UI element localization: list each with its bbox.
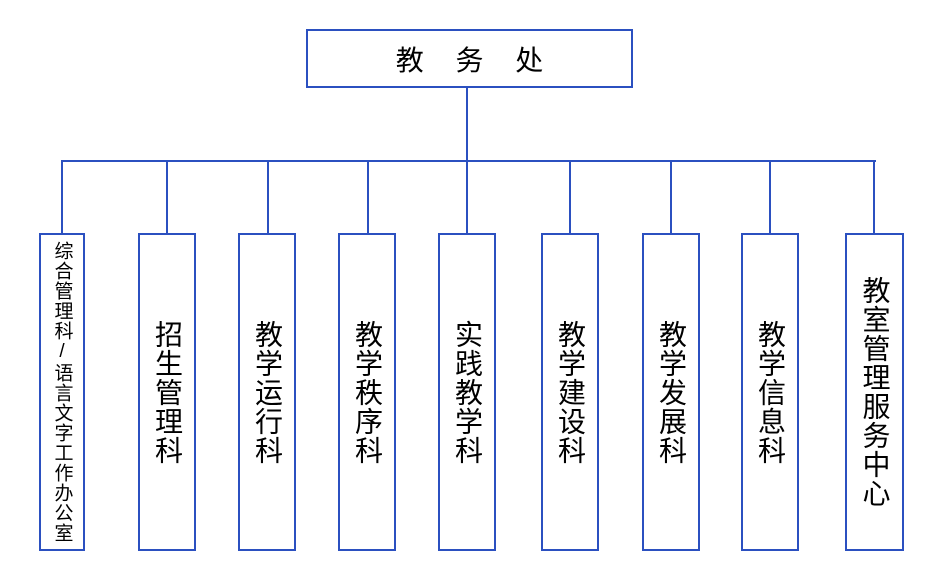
connector-drop-8	[769, 161, 771, 233]
dept-node-label: 教学秩序科	[352, 319, 383, 465]
dept-node-label: 综合管理科/语言文字工作办公室	[51, 241, 73, 543]
connector-drop-5	[466, 161, 468, 233]
connector-drop-2	[166, 161, 168, 233]
connector-drop-6	[569, 161, 571, 233]
dept-node-general-admin: 综合管理科/语言文字工作办公室	[39, 233, 85, 551]
dept-node-teaching-operations: 教学运行科	[238, 233, 296, 551]
dept-node-label: 教学建设科	[555, 319, 586, 465]
dept-node-teaching-information: 教学信息科	[741, 233, 799, 551]
dept-node-teaching-development: 教学发展科	[642, 233, 700, 551]
dept-node-classroom-service-center: 教室管理服务中心	[845, 233, 904, 551]
dept-node-teaching-order: 教学秩序科	[338, 233, 396, 551]
dept-node-label: 教学发展科	[656, 319, 687, 465]
dept-node-label: 教学信息科	[755, 319, 786, 465]
dept-node-label: 教学运行科	[252, 319, 283, 465]
connector-drop-3	[267, 161, 269, 233]
connector-root-stem	[466, 88, 468, 161]
dept-node-admissions: 招生管理科	[138, 233, 196, 551]
connector-drop-1	[61, 161, 63, 233]
connector-drop-9	[873, 161, 875, 233]
dept-node-practical-teaching: 实践教学科	[438, 233, 496, 551]
dept-node-label: 实践教学科	[452, 319, 483, 465]
dept-node-teaching-construction: 教学建设科	[541, 233, 599, 551]
root-node: 教 务 处	[306, 29, 633, 88]
connector-drop-4	[367, 161, 369, 233]
connector-horizontal-rail	[61, 160, 876, 162]
root-node-label: 教 务 处	[395, 44, 556, 76]
dept-node-label: 教室管理服务中心	[859, 276, 891, 508]
connector-drop-7	[670, 161, 672, 233]
dept-node-label: 招生管理科	[152, 319, 183, 465]
